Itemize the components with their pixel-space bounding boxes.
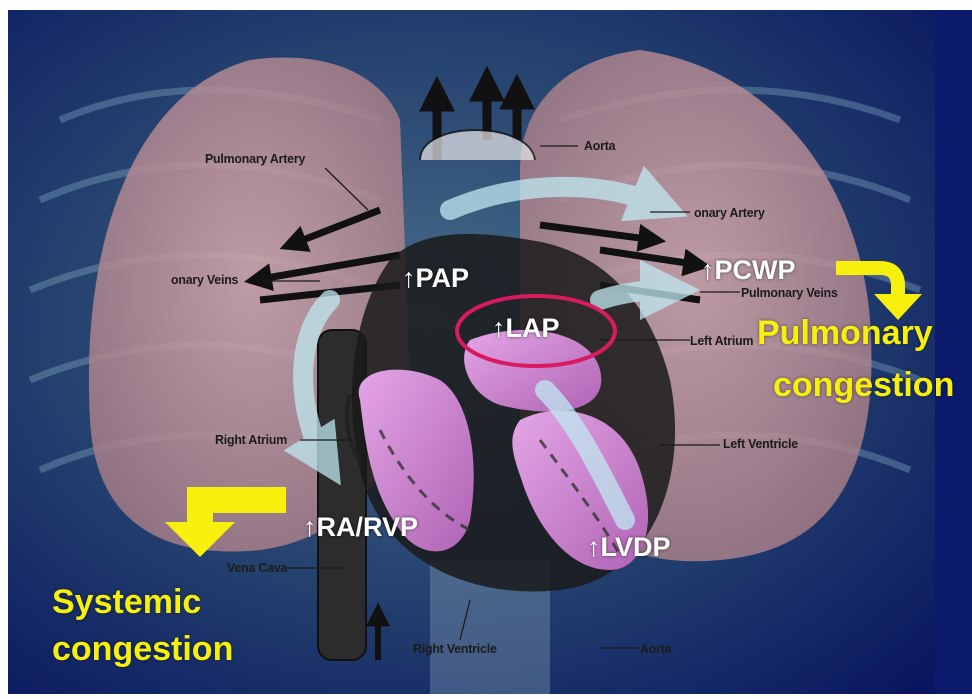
label-lvdp: ↑LVDP (587, 532, 671, 563)
label-pap: ↑PAP (402, 263, 469, 294)
label-pulmonary-veins-right: Pulmonary Veins (741, 285, 838, 300)
label-vena-cava: Vena Cava (227, 560, 287, 575)
label-pulmonary-veins-left: onary Veins (171, 272, 238, 287)
label-right-ventricle: Right Ventricle (413, 641, 497, 656)
label-pulmonary-congestion-line1: Pulmonary (757, 314, 933, 352)
label-systemic-congestion-line2: congestion (52, 630, 233, 668)
label-pcwp: ↑PCWP (701, 255, 796, 286)
label-pulmonary-artery-right: onary Artery (694, 205, 765, 220)
label-ra-rvp: ↑RA/RVP (303, 512, 418, 543)
label-systemic-congestion-line1: Systemic (52, 583, 201, 621)
label-lap: ↑LAP (492, 313, 560, 344)
label-pulmonary-congestion-line2: congestion (773, 366, 954, 404)
label-left-atrium: Left Atrium (690, 333, 753, 348)
label-pulmonary-artery-left: Pulmonary Artery (205, 151, 305, 166)
label-left-ventricle: Left Ventricle (723, 436, 798, 451)
label-right-atrium: Right Atrium (215, 432, 287, 447)
label-aorta-bottom: Aorta (640, 641, 671, 656)
label-aorta-top: Aorta (584, 138, 615, 153)
